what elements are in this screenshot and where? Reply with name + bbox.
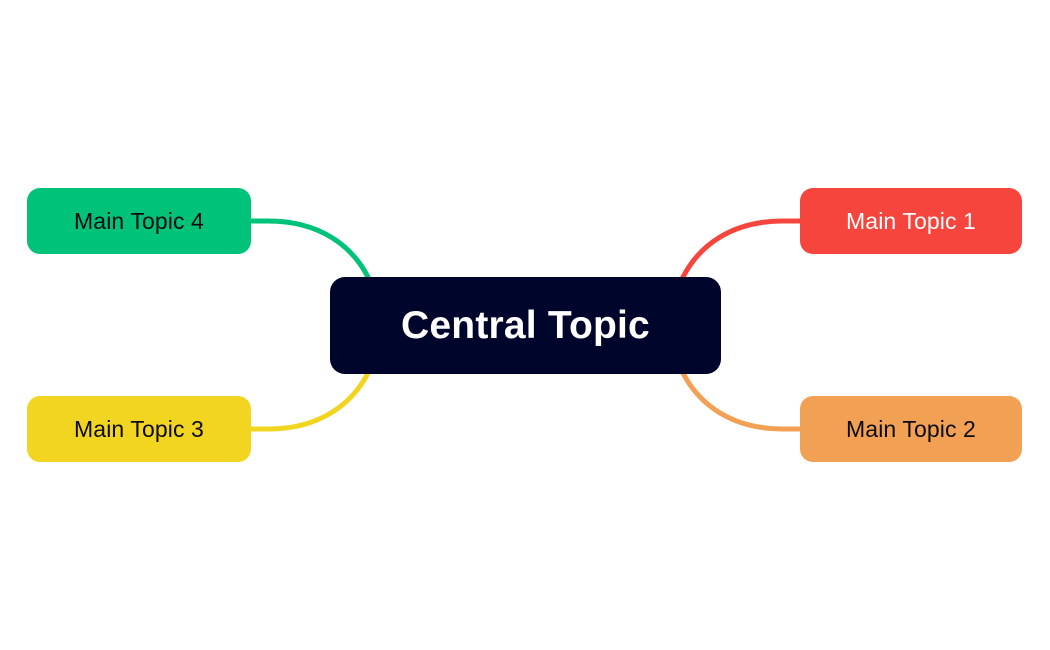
mindmap-node-topic-3[interactable]: Main Topic 3: [27, 396, 251, 462]
mindmap-node-topic-2[interactable]: Main Topic 2: [800, 396, 1022, 462]
mindmap-node-label: Main Topic 1: [846, 207, 976, 234]
mindmap-central-label: Central Topic: [401, 303, 650, 347]
mindmap-central-node[interactable]: Central Topic: [330, 277, 721, 374]
connector-topic-4: [248, 218, 371, 280]
mindmap-node-topic-1[interactable]: Main Topic 1: [800, 188, 1022, 254]
mindmap-node-label: Main Topic 4: [74, 207, 204, 234]
mindmap-node-topic-4[interactable]: Main Topic 4: [27, 188, 251, 254]
connector-topic-1: [680, 218, 803, 280]
mindmap-node-label: Main Topic 3: [74, 415, 204, 442]
connector-topic-3: [248, 370, 371, 432]
mindmap-node-label: Main Topic 2: [846, 415, 976, 442]
connector-topic-2: [680, 370, 803, 432]
